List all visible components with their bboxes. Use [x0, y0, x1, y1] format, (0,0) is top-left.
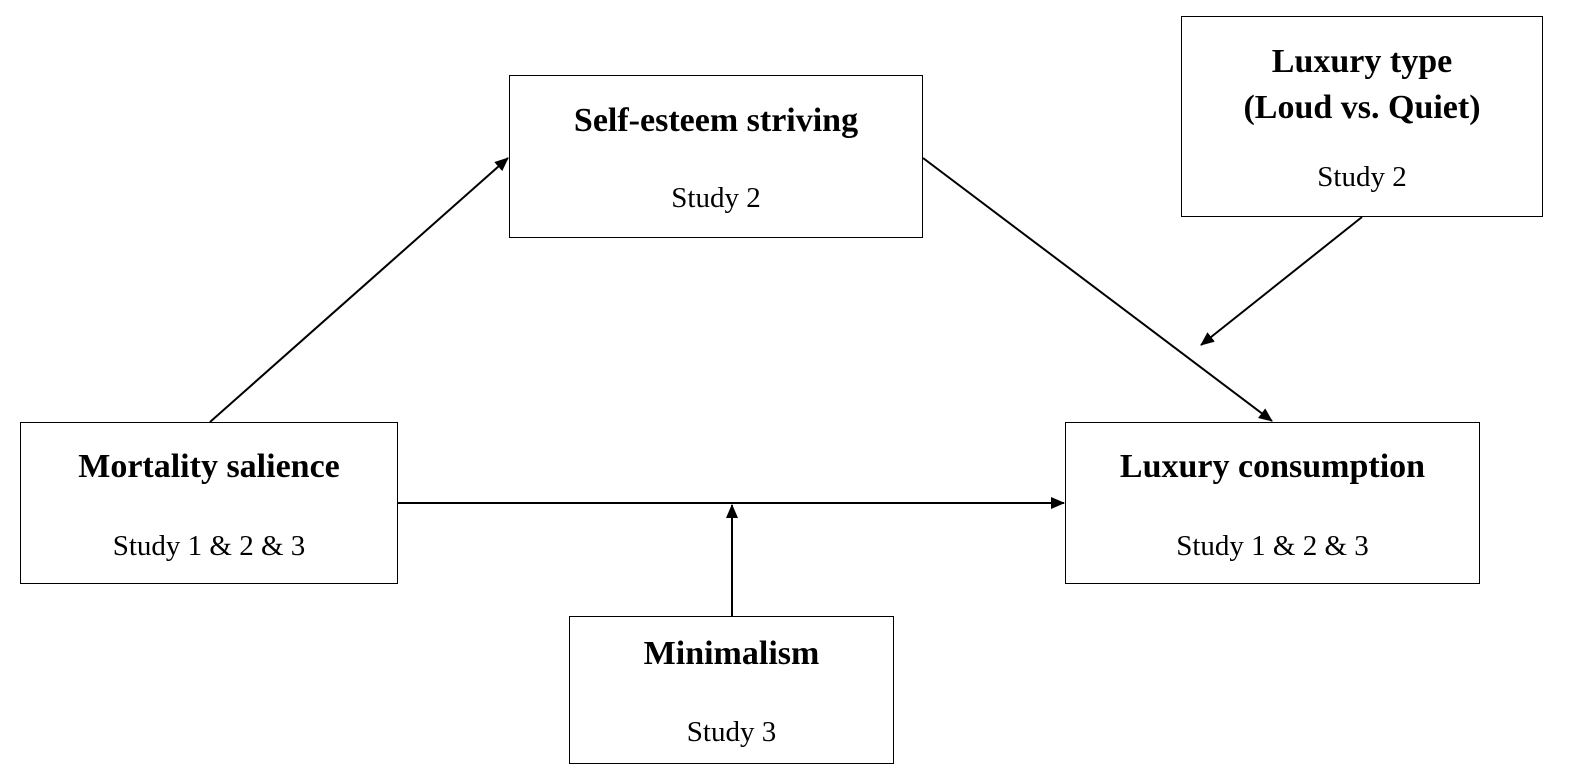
node-title: Mortality salience [78, 448, 340, 485]
node-luxury-type: Luxury type (Loud vs. Quiet) Study 2 [1181, 16, 1543, 217]
node-title: Self-esteem striving [573, 102, 859, 139]
node-title-line2: (Loud vs. Quiet) [1243, 89, 1481, 126]
node-self-esteem-striving: Self-esteem striving Study 2 [509, 75, 923, 238]
node-title-line1: Luxury type [1271, 43, 1453, 80]
node-study-label: Study 2 [1317, 161, 1407, 193]
node-title: Luxury consumption [1119, 448, 1426, 485]
node-study-label: Study 1 & 2 & 3 [1176, 530, 1369, 562]
arrow-selfesteem-to-luxury [922, 157, 1273, 422]
arrow-mortality-to-selfesteem [209, 157, 509, 423]
node-title: Minimalism [643, 635, 820, 672]
node-minimalism: Minimalism Study 3 [569, 616, 894, 764]
arrow-luxurytype-moderation [1200, 216, 1363, 346]
node-luxury-consumption: Luxury consumption Study 1 & 2 & 3 [1065, 422, 1480, 584]
node-mortality-salience: Mortality salience Study 1 & 2 & 3 [20, 422, 398, 584]
node-study-label: Study 3 [686, 716, 777, 748]
node-study-label: Study 1 & 2 & 3 [112, 530, 306, 562]
node-study-label: Study 2 [671, 182, 761, 214]
